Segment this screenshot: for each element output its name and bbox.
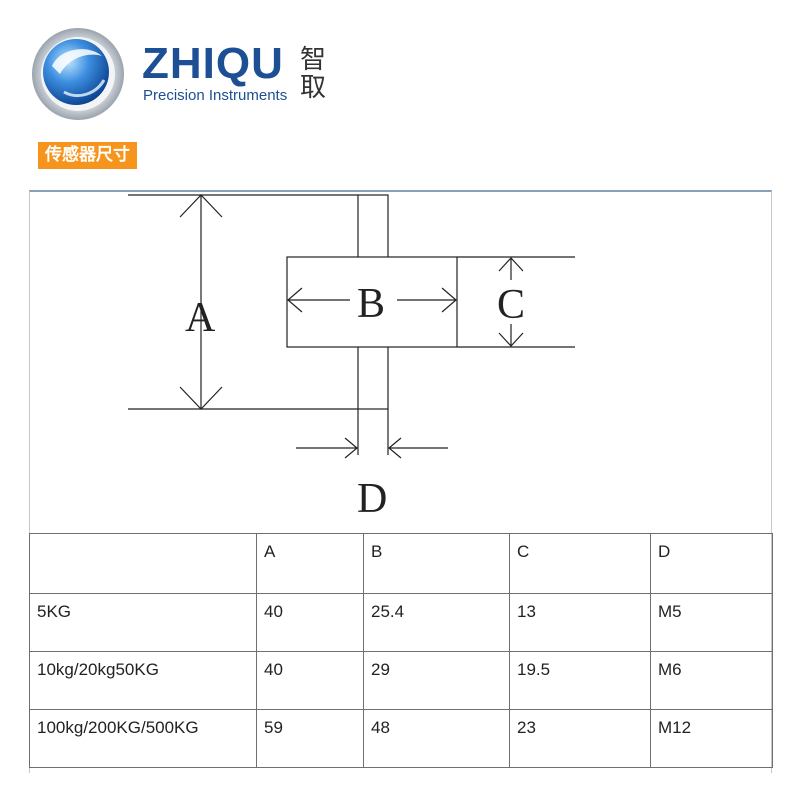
header-cell-a: A (256, 533, 364, 594)
header-cell-b: B (363, 533, 510, 594)
b-arrowhead-right (441, 287, 457, 313)
row-value-b: 25.4 (363, 593, 510, 652)
header-cell-blank (29, 533, 257, 594)
row-value-b: 48 (363, 709, 510, 768)
row-value-b: 29 (363, 651, 510, 710)
header: ZHIQU 智取 Precision Instruments 传感器尺寸 (0, 0, 800, 190)
logo-sphere-icon (32, 28, 124, 120)
a-arrowhead-top (179, 194, 223, 218)
table-row: 10kg/20kg50KG 40 29 19.5 M6 (29, 651, 773, 710)
brand-subtitle: Precision Instruments (143, 87, 288, 104)
row-value-c: 13 (509, 593, 651, 652)
a-arrowhead-bottom (179, 386, 223, 410)
label-b: B (357, 281, 385, 327)
label-d: D (357, 476, 387, 522)
label-c: C (497, 282, 525, 328)
d-arrowhead-left (344, 437, 358, 459)
header-cell-d: D (650, 533, 773, 594)
d-arrowhead-right (388, 437, 402, 459)
table-header-row: A B C D (29, 533, 773, 594)
table-row: 100kg/200KG/500KG 59 48 23 M12 (29, 709, 773, 768)
row-value-d: M5 (650, 593, 773, 652)
brand-name: ZHIQU (142, 39, 284, 88)
row-value-c: 19.5 (509, 651, 651, 710)
row-value-d: M12 (650, 709, 773, 768)
row-value-a: 40 (256, 651, 364, 710)
row-capacity: 100kg/200KG/500KG (29, 709, 257, 768)
row-value-d: M6 (650, 651, 773, 710)
c-arrowhead-bottom (498, 332, 524, 347)
b-arrowhead-left (287, 287, 303, 313)
row-value-a: 40 (256, 593, 364, 652)
row-capacity: 5KG (29, 593, 257, 652)
diagram-panel (29, 190, 772, 773)
row-value-a: 59 (256, 709, 364, 768)
brand-name-cn: 智取 (300, 45, 327, 103)
dimension-diagram: A B C D (128, 194, 575, 522)
row-capacity: 10kg/20kg50KG (29, 651, 257, 710)
section-title: 传感器尺寸 (38, 142, 137, 169)
header-cell-c: C (509, 533, 651, 594)
dimension-table: A B C D 5KG 40 25.4 13 M5 10kg/20kg50KG … (29, 533, 773, 768)
row-value-c: 23 (509, 709, 651, 768)
table-row: 5KG 40 25.4 13 M5 (29, 593, 773, 652)
c-arrowhead-top (498, 257, 524, 272)
label-a: A (185, 295, 216, 341)
sensor-block (286, 256, 458, 348)
